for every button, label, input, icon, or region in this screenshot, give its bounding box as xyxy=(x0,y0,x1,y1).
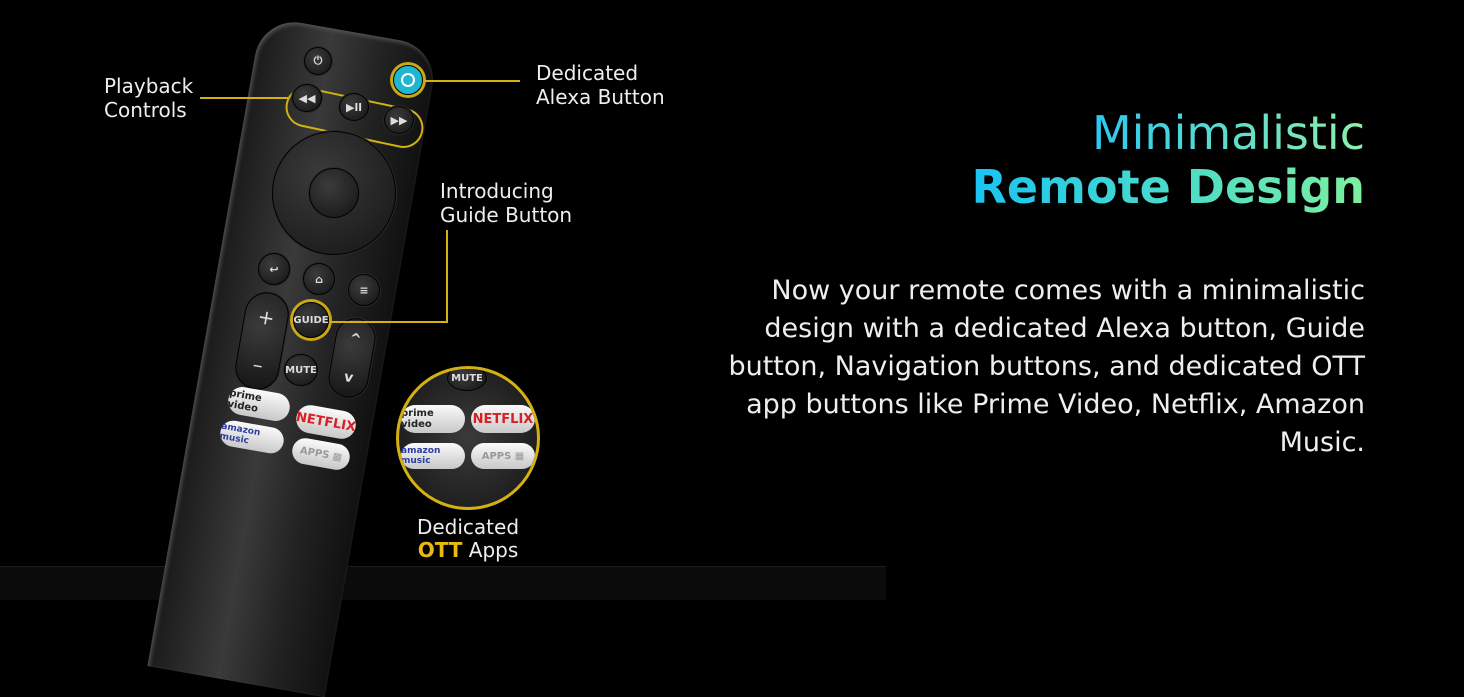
dpad-ok-button[interactable] xyxy=(309,168,359,218)
guide-button[interactable]: GUIDE xyxy=(293,302,329,338)
menu-button[interactable]: ≡ xyxy=(348,274,380,306)
guide-line2: Guide Button xyxy=(440,203,573,227)
apps-label: APPS xyxy=(299,444,331,461)
guide-leader-h xyxy=(330,321,448,323)
power-button[interactable]: ⏻ xyxy=(304,47,332,75)
alexa-ring-icon xyxy=(401,73,415,87)
alexa-leader xyxy=(424,80,520,82)
play-pause-button[interactable]: ▶ll xyxy=(339,93,369,121)
zoom-mute-button: MUTE xyxy=(447,369,487,391)
guide-line1: Introducing xyxy=(440,179,554,203)
volume-down[interactable]: – xyxy=(250,351,265,378)
home-button[interactable]: ⌂ xyxy=(303,263,335,295)
alexa-button[interactable] xyxy=(393,65,423,95)
description: Now your remote comes with a minimalisti… xyxy=(728,275,1365,458)
grid-icon: ▦ xyxy=(331,450,343,464)
back-icon: ↩ xyxy=(269,262,279,276)
home-icon: ⌂ xyxy=(315,272,323,286)
rewind-icon: ◀◀ xyxy=(298,91,316,105)
alexa-line1: Dedicated xyxy=(536,61,639,85)
zoom-mute-label: MUTE xyxy=(451,372,483,384)
alexa-line2: Alexa Button xyxy=(536,85,665,109)
zoom-apps: APPS ▦ xyxy=(471,443,535,469)
zoom-amazon-music: amazon music xyxy=(401,443,465,469)
zoom-prime-video: prime video xyxy=(401,405,465,433)
mute-button[interactable]: MUTE xyxy=(284,354,318,386)
play-pause-icon: ▶ll xyxy=(345,100,362,114)
ott-highlight: OTT xyxy=(417,538,463,562)
zoom-apps-label: APPS xyxy=(481,450,512,462)
zoom-prime-label: prime video xyxy=(401,408,434,430)
ott-line1: Dedicated xyxy=(416,515,520,539)
playback-line1: Playback xyxy=(104,74,194,98)
netflix-logo: NETFLIX xyxy=(294,409,358,435)
channel-up-icon[interactable]: ^ xyxy=(348,329,363,348)
fast-forward-button[interactable]: ▶▶ xyxy=(384,106,414,134)
ott-apps-word: Apps xyxy=(468,538,519,562)
playback-line2: Controls xyxy=(104,98,187,122)
zoom-amazon-label: amazon music xyxy=(401,446,441,466)
back-button[interactable]: ↩ xyxy=(258,253,290,285)
zoom-netflix: NETFLIX xyxy=(471,405,535,433)
playback-leader xyxy=(200,97,288,99)
zoom-netflix-label: NETFLIX xyxy=(472,411,534,427)
floor xyxy=(0,566,886,600)
mute-label: MUTE xyxy=(285,364,317,376)
ott-zoom-circle: MUTE prime video NETFLIX amazon music AP… xyxy=(396,366,540,510)
rewind-button[interactable]: ◀◀ xyxy=(292,84,322,112)
power-icon: ⏻ xyxy=(313,54,323,67)
channel-down-icon[interactable]: v xyxy=(342,368,355,386)
fast-forward-icon: ▶▶ xyxy=(390,113,408,127)
guide-leader-v xyxy=(446,230,448,323)
heading-line1: Minimalistic xyxy=(1091,106,1365,160)
guide-label: GUIDE xyxy=(293,314,329,326)
heading-line2: Remote Design xyxy=(971,160,1365,214)
menu-icon: ≡ xyxy=(359,283,369,297)
volume-up[interactable]: + xyxy=(255,304,277,331)
